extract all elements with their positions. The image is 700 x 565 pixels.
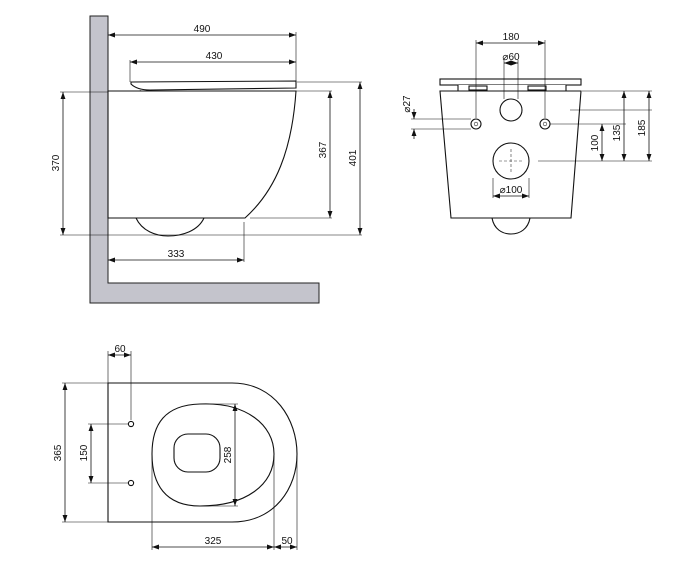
dim-label-490: 490 bbox=[194, 24, 211, 35]
bowl-well bbox=[173, 433, 221, 473]
dim-label-365: 365 bbox=[53, 444, 64, 461]
dim-label-100: 100 bbox=[590, 134, 601, 151]
dim-label-135: 135 bbox=[612, 124, 623, 141]
fixing-point-top bbox=[127, 420, 135, 428]
fixing-hole-left bbox=[470, 118, 482, 130]
hinge-right bbox=[527, 85, 547, 91]
dim-label-dia-100: ⌀100 bbox=[500, 185, 523, 196]
seat-top bbox=[439, 78, 582, 86]
seat-lid bbox=[130, 80, 297, 91]
dim-label-150: 150 bbox=[79, 444, 90, 461]
dim-label-258: 258 bbox=[223, 446, 234, 463]
rear-outlet bbox=[491, 217, 531, 235]
dim-label-430: 430 bbox=[206, 51, 223, 62]
hinge-left bbox=[468, 85, 488, 91]
dim-label-50: 50 bbox=[281, 536, 293, 547]
dim-label-185: 185 bbox=[637, 119, 648, 136]
wall-and-floor bbox=[89, 15, 320, 304]
dim-label-dia-60: ⌀60 bbox=[502, 52, 520, 63]
fixing-hole-right bbox=[539, 118, 551, 130]
dim-label-333: 333 bbox=[168, 249, 185, 260]
bowl-profile bbox=[107, 90, 297, 219]
side-view: 490 430 370 367 401 333 bbox=[51, 15, 363, 304]
dim-label-325: 325 bbox=[205, 536, 222, 547]
dim-label-370: 370 bbox=[51, 154, 62, 171]
dim-label-401: 401 bbox=[348, 149, 359, 166]
dim-label-60: 60 bbox=[114, 344, 126, 355]
inlet-opening bbox=[499, 98, 523, 122]
top-view: 60 365 150 258 325 50 bbox=[53, 344, 298, 550]
dim-label-367: 367 bbox=[318, 141, 329, 158]
dim-label-dia-27: ⌀27 bbox=[402, 95, 413, 113]
fixing-point-bottom bbox=[127, 479, 135, 487]
dim-label-180: 180 bbox=[503, 32, 520, 43]
rear-view: 180 ⌀60 ⌀27 100 135 185 ⌀100 bbox=[402, 32, 652, 235]
outlet-spigot bbox=[135, 217, 205, 237]
